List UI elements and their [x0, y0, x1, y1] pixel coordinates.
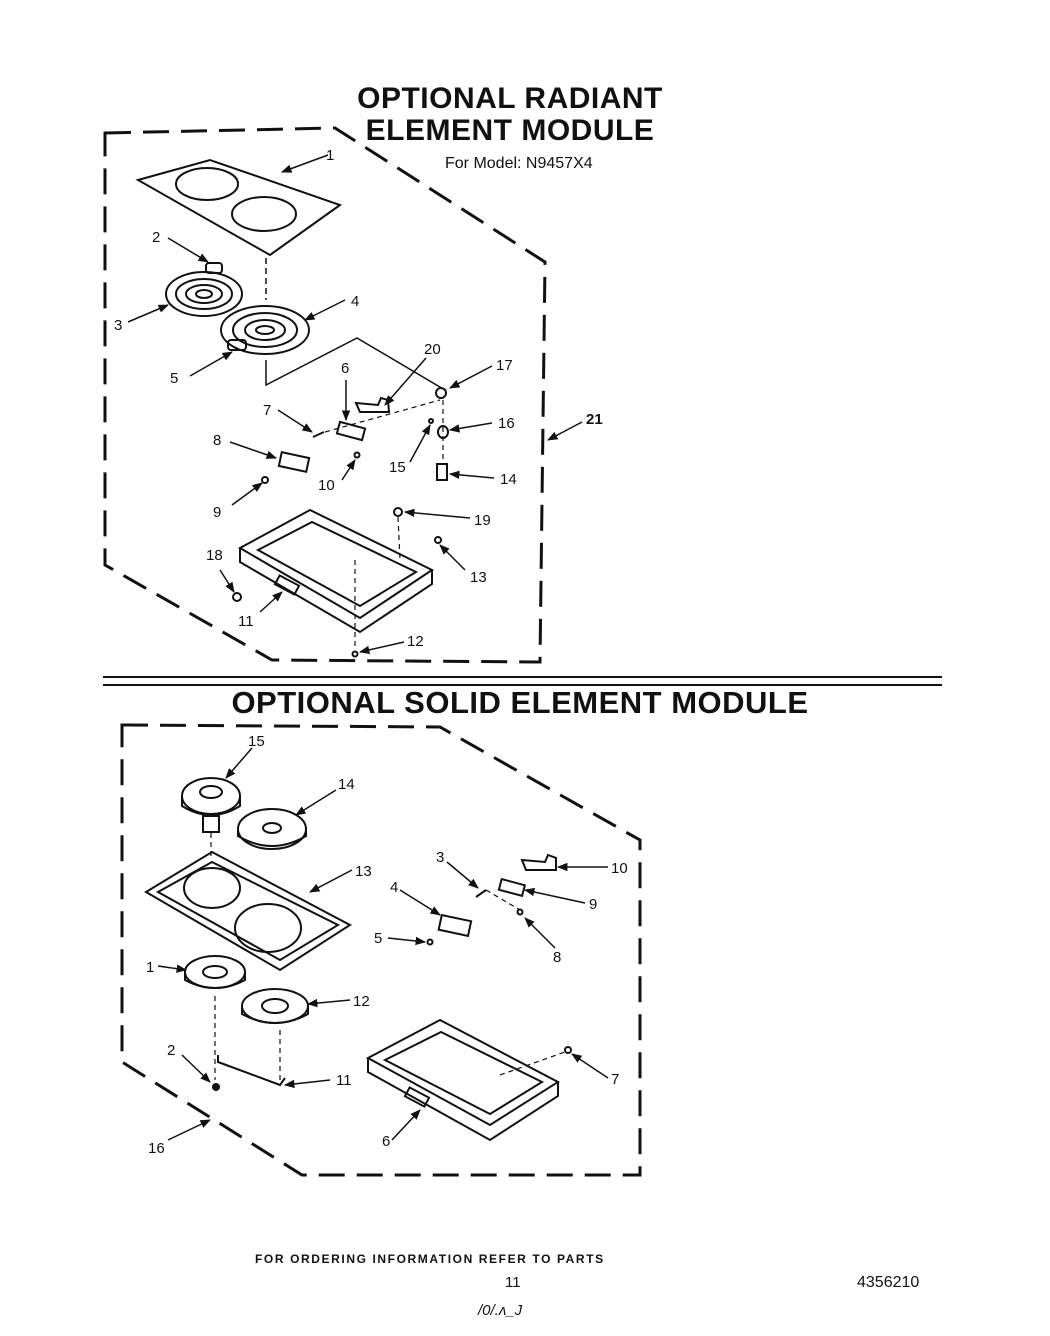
top-callout: 18: [206, 547, 223, 564]
bottom-part-6-tray: [365, 1018, 560, 1142]
bottom-callout: 2: [167, 1042, 175, 1059]
top-callout-numbers: 1 2 3 4 5 6 7 8 9 10 11 12 13 14 15 16 1…: [114, 147, 603, 650]
bottom-callout: 12: [353, 993, 370, 1010]
bottom-module-title: OPTIONAL SOLID ELEMENT MODULE: [231, 685, 809, 720]
top-callout: 2: [152, 229, 160, 246]
page-number: 11: [505, 1274, 521, 1291]
top-callout: 15: [389, 459, 406, 476]
bottom-callout: 9: [589, 896, 597, 913]
top-part-4-radiant-element: [220, 305, 310, 355]
top-callout: 3: [114, 317, 122, 334]
bottom-part-12-element-base: [241, 988, 309, 1024]
bottom-part-14-solid-element: [237, 808, 307, 850]
top-callout: 4: [351, 293, 359, 310]
bottom-callout: 10: [611, 860, 628, 877]
top-callout: 10: [318, 477, 335, 494]
bottom-module-boundary: [120, 723, 642, 1177]
bottom-callout: 8: [553, 949, 561, 966]
top-callout: 12: [407, 633, 424, 650]
top-callout: 5: [170, 370, 178, 387]
bottom-callout: 4: [390, 879, 398, 896]
top-small-parts: [232, 387, 449, 658]
top-callout: 21: [586, 411, 603, 428]
top-callout: 6: [341, 360, 349, 377]
bottom-callout: 16: [148, 1140, 165, 1157]
top-callout: 14: [500, 471, 517, 488]
bottom-part-11-bracket: [217, 1055, 286, 1087]
top-part-11-tray: [237, 508, 434, 634]
top-module-title-line2: ELEMENT MODULE: [365, 114, 655, 147]
top-module-boundary: [103, 126, 547, 664]
top-callout: 1: [326, 147, 334, 164]
bottom-callout: 7: [611, 1071, 619, 1088]
top-callout: 17: [496, 357, 513, 374]
top-callout: 20: [424, 341, 441, 358]
top-callout: 11: [238, 613, 254, 630]
top-callout: 7: [263, 402, 271, 419]
bottom-callout: 1: [146, 959, 154, 976]
document-number: 4356210: [857, 1274, 920, 1291]
top-part-1-glass-plate: [135, 158, 343, 257]
top-module-title-line1: OPTIONAL RADIANT: [357, 82, 663, 115]
bottom-part-1-element-base: [184, 955, 246, 989]
bottom-callout-numbers: 1 2 3 4 5 6 7 8 9 10 11 12 13 14 15 16: [146, 733, 628, 1157]
bottom-callout: 11: [336, 1072, 352, 1089]
bottom-callout: 15: [248, 733, 265, 750]
top-part-3-radiant-element: [165, 262, 243, 317]
bottom-callout: 3: [436, 849, 444, 866]
bottom-callout: 5: [374, 930, 382, 947]
bottom-callout: 6: [382, 1133, 390, 1150]
top-callout: 16: [498, 415, 515, 432]
top-callout: 9: [213, 504, 221, 521]
top-callout: 13: [470, 569, 487, 586]
model-label: For Model: N9457X4: [445, 155, 593, 172]
bottom-callout: 14: [338, 776, 355, 793]
bottom-part-15-element-cap: [181, 777, 241, 833]
bottom-part-13-cooktop-panel: [144, 850, 352, 972]
handwritten-mark: /0/.ᴧ_J: [478, 1302, 523, 1319]
top-callout: 19: [474, 512, 491, 529]
bottom-callout: 13: [355, 863, 372, 880]
top-callout: 8: [213, 432, 221, 449]
bottom-small-parts: [426, 853, 572, 1054]
ordering-info-text: FOR ORDERING INFORMATION REFER TO PARTS: [255, 1252, 605, 1266]
